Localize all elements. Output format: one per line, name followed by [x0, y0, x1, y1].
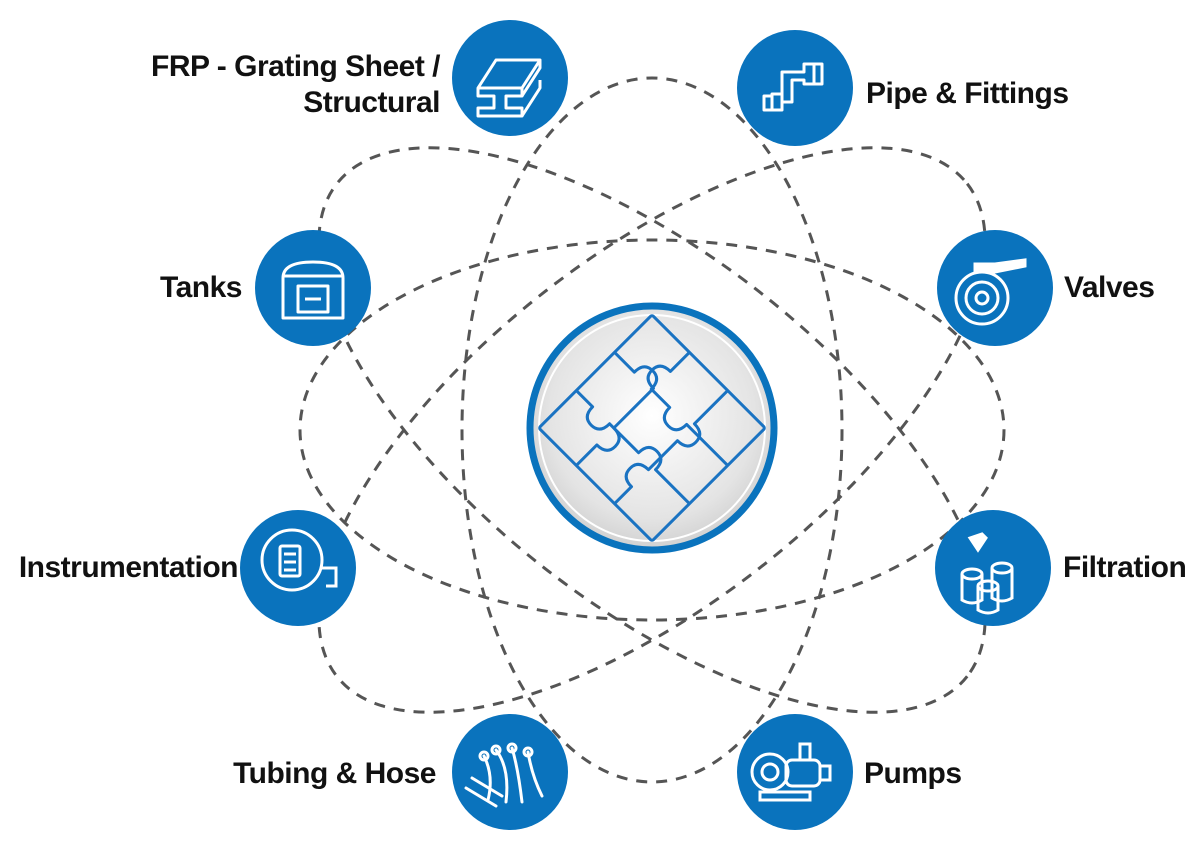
- tubing-hose-icon: [464, 742, 544, 808]
- orbit-diagonal-a: [317, 146, 987, 714]
- valve-icon: [954, 258, 1027, 326]
- filter-cartridges-icon: [960, 532, 1014, 615]
- label-tanks-text: Tanks: [160, 271, 242, 304]
- label-frp-line-2: Structural: [303, 86, 440, 119]
- label-pipe-text: Pipe & Fittings: [866, 77, 1069, 110]
- pump-icon: [750, 742, 832, 802]
- label-valves[interactable]: Valves: [1064, 270, 1155, 306]
- orbit-horizontal: [298, 238, 1006, 622]
- orbit-vertical: [460, 76, 844, 784]
- node-instrumentation[interactable]: [240, 510, 356, 626]
- label-frp[interactable]: FRP - Grating Sheet / Structural: [130, 49, 441, 121]
- label-pumps[interactable]: Pumps: [864, 756, 962, 792]
- node-frp[interactable]: [452, 20, 568, 136]
- puzzle-pieces-icon: [538, 314, 766, 542]
- node-filtration[interactable]: [935, 510, 1051, 626]
- node-tanks[interactable]: [255, 230, 371, 346]
- orbit-diagonal-b: [317, 146, 987, 714]
- tank-icon: [281, 260, 345, 320]
- label-filtration[interactable]: Filtration: [1063, 550, 1187, 586]
- label-filtration-text: Filtration: [1063, 551, 1187, 584]
- gauge-meter-icon: [260, 528, 338, 592]
- label-tubing-text: Tubing & Hose: [233, 757, 436, 790]
- label-tubing[interactable]: Tubing & Hose: [200, 756, 436, 792]
- label-pipe[interactable]: Pipe & Fittings: [866, 76, 1069, 112]
- pipe-fittings-icon: [762, 62, 824, 112]
- label-instrumentation-text: Instrumentation: [18, 551, 239, 584]
- label-frp-line-1: FRP - Grating Sheet /: [151, 50, 441, 83]
- node-pipe[interactable]: [737, 30, 853, 146]
- node-tubing[interactable]: [452, 714, 568, 830]
- orbit-lines: [298, 76, 1006, 784]
- node-pumps[interactable]: [737, 714, 853, 830]
- label-instrumentation[interactable]: Instrumentation: [2, 550, 239, 586]
- node-valves[interactable]: [937, 230, 1053, 346]
- label-valves-text: Valves: [1064, 271, 1155, 304]
- label-pumps-text: Pumps: [864, 757, 962, 790]
- i-beam-structural-icon: [476, 58, 542, 118]
- label-tanks[interactable]: Tanks: [120, 270, 242, 306]
- center-hub: [526, 302, 778, 554]
